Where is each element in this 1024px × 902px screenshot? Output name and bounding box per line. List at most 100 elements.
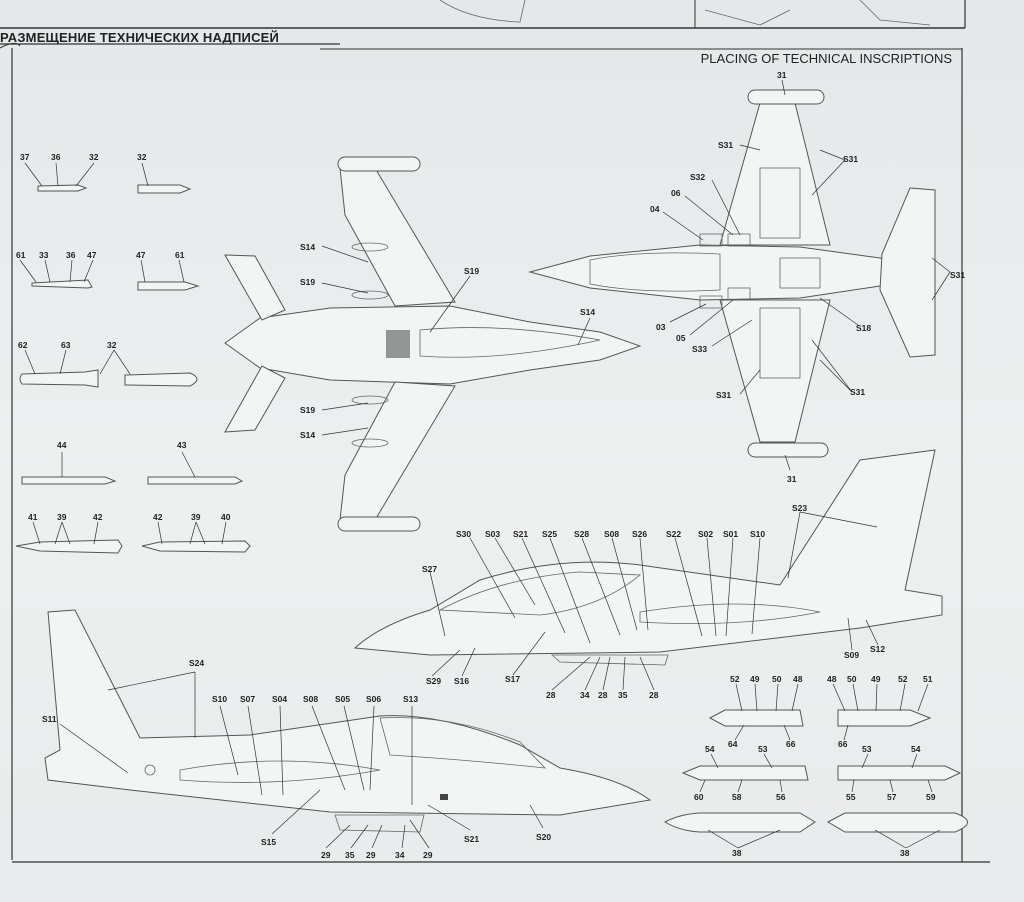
previous-section-remnant bbox=[0, 0, 966, 29]
inscription-label: 35 bbox=[345, 850, 355, 860]
inscription-label: S14 bbox=[300, 430, 315, 440]
inscription-label: S18 bbox=[856, 323, 871, 333]
inscription-label: S22 bbox=[666, 529, 681, 539]
inscription-label: S30 bbox=[456, 529, 471, 539]
inscription-label: S21 bbox=[464, 834, 479, 844]
inscription-label: S33 bbox=[692, 344, 707, 354]
store-label: 61 bbox=[16, 250, 26, 260]
stores-row-1: 37 36 32 32 bbox=[20, 152, 192, 194]
inscription-label: S08 bbox=[604, 529, 619, 539]
store-label: 41 bbox=[28, 512, 38, 522]
inscription-label: S28 bbox=[574, 529, 589, 539]
aircraft-side-view-right: S23 S30 S03 S21 S25 S28 S08 S26 S22 S02 … bbox=[353, 449, 943, 700]
store-label: 42 bbox=[93, 512, 103, 522]
aircraft-top-view: S14 S19 S19 S14 S19 S14 bbox=[224, 156, 642, 532]
inscription-label: S02 bbox=[698, 529, 713, 539]
inscription-label: 56 bbox=[776, 792, 786, 802]
store-label: 61 bbox=[175, 250, 185, 260]
inscription-label: 48 bbox=[827, 674, 837, 684]
inscription-label: 50 bbox=[847, 674, 857, 684]
inscription-label: S09 bbox=[844, 650, 859, 660]
inscription-label: 31 bbox=[787, 474, 797, 484]
store-label: 32 bbox=[107, 340, 117, 350]
inscription-label: S11 bbox=[42, 714, 57, 724]
inscription-label: S08 bbox=[303, 694, 318, 704]
store-label: 63 bbox=[61, 340, 71, 350]
inscription-label: 05 bbox=[676, 333, 686, 343]
inscription-label: 29 bbox=[423, 850, 433, 860]
inscription-label: S17 bbox=[505, 674, 520, 684]
inscription-label: 49 bbox=[871, 674, 881, 684]
store-label: 36 bbox=[51, 152, 61, 162]
inscription-label: S16 bbox=[454, 676, 469, 686]
store-label: 32 bbox=[89, 152, 99, 162]
inscription-label: S14 bbox=[300, 242, 315, 252]
inscription-label: 38 bbox=[732, 848, 742, 858]
inscription-label: 54 bbox=[911, 744, 921, 754]
stores-row-3: 62 63 32 bbox=[18, 340, 198, 388]
inscription-label: 28 bbox=[598, 690, 608, 700]
section-title-english: PLACING OF TECHNICAL INSCRIPTIONS bbox=[700, 51, 952, 66]
store-label: 42 bbox=[153, 512, 163, 522]
stores-row-2: 61 33 36 47 47 61 bbox=[16, 250, 200, 291]
inscription-label: S31 bbox=[950, 270, 965, 280]
store-label: 44 bbox=[57, 440, 67, 450]
inscription-label: S13 bbox=[403, 694, 418, 704]
inscription-label: 57 bbox=[887, 792, 897, 802]
inscription-label: 52 bbox=[898, 674, 908, 684]
section-frame bbox=[0, 42, 990, 863]
inscription-label: S32 bbox=[690, 172, 705, 182]
inscription-label: S19 bbox=[464, 266, 479, 276]
external-tanks-details: 52 49 50 48 64 66 48 50 49 52 51 66 54 5… bbox=[663, 674, 968, 858]
inscription-label: 55 bbox=[846, 792, 856, 802]
aircraft-side-view-left: S24 S11 S10 S07 S04 S08 S05 S06 S13 S15 … bbox=[42, 609, 652, 860]
inscription-label: S27 bbox=[422, 564, 437, 574]
inscription-label: S15 bbox=[261, 837, 276, 847]
store-label: 62 bbox=[18, 340, 28, 350]
store-label: 43 bbox=[177, 440, 187, 450]
inscription-label: S12 bbox=[870, 644, 885, 654]
inscription-label: 35 bbox=[618, 690, 628, 700]
inscription-label: 28 bbox=[649, 690, 659, 700]
inscription-label: 04 bbox=[650, 204, 660, 214]
store-label: 39 bbox=[191, 512, 201, 522]
store-label: 47 bbox=[87, 250, 97, 260]
inscription-label: S07 bbox=[240, 694, 255, 704]
inscription-label: 66 bbox=[786, 739, 796, 749]
inscription-label: S26 bbox=[632, 529, 647, 539]
inscription-label: 29 bbox=[321, 850, 331, 860]
inscription-label: S29 bbox=[426, 676, 441, 686]
inscription-label: 51 bbox=[923, 674, 933, 684]
inscription-label: 52 bbox=[730, 674, 740, 684]
inscription-label: 50 bbox=[772, 674, 782, 684]
inscription-label: S21 bbox=[513, 529, 528, 539]
inscription-label: 29 bbox=[366, 850, 376, 860]
inscription-label: 03 bbox=[656, 322, 666, 332]
inscription-label: S24 bbox=[189, 658, 204, 668]
inscription-label: 59 bbox=[926, 792, 936, 802]
store-label: 36 bbox=[66, 250, 76, 260]
inscription-label: 31 bbox=[777, 70, 787, 80]
inscription-label: 48 bbox=[793, 674, 803, 684]
inscription-label: 49 bbox=[750, 674, 760, 684]
store-label: 39 bbox=[57, 512, 67, 522]
inscription-label: S31 bbox=[716, 390, 731, 400]
inscription-label: S31 bbox=[843, 154, 858, 164]
inscription-label: 53 bbox=[862, 744, 872, 754]
inscription-label: 53 bbox=[758, 744, 768, 754]
inscription-label: S31 bbox=[850, 387, 865, 397]
inscription-label: S23 bbox=[792, 503, 807, 513]
stores-row-4: 44 43 bbox=[21, 440, 244, 485]
inscription-label: 54 bbox=[705, 744, 715, 754]
inscription-label: S14 bbox=[580, 307, 595, 317]
store-label: 47 bbox=[136, 250, 146, 260]
inscription-label: S20 bbox=[536, 832, 551, 842]
section-title-russian: РАЗМЕЩЕНИЕ ТЕХНИЧЕСКИХ НАДПИСЕЙ bbox=[0, 30, 280, 45]
inscription-label: S04 bbox=[272, 694, 287, 704]
store-label: 33 bbox=[39, 250, 49, 260]
store-label: 40 bbox=[221, 512, 231, 522]
aircraft-bottom-view: 31 S31 S31 S32 06 04 S31 S18 03 05 S33 S… bbox=[528, 70, 965, 484]
inscription-label: 66 bbox=[838, 739, 848, 749]
